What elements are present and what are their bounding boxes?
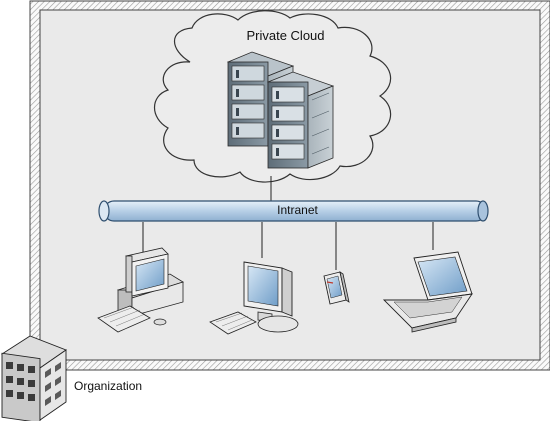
organization-label: Organization bbox=[74, 379, 143, 393]
intranet-bus bbox=[98, 200, 489, 222]
intranet-label: Intranet bbox=[277, 203, 318, 217]
desktop-computer-icon bbox=[97, 247, 184, 333]
lcd-monitor-icon bbox=[209, 261, 299, 335]
mobile-phone-icon bbox=[323, 271, 350, 305]
office-building-icon bbox=[0, 335, 67, 424]
connector-lines bbox=[142, 176, 434, 270]
server-rack-icon bbox=[226, 51, 335, 169]
cloud-label: Private Cloud bbox=[246, 28, 325, 43]
laptop-icon bbox=[382, 251, 473, 333]
